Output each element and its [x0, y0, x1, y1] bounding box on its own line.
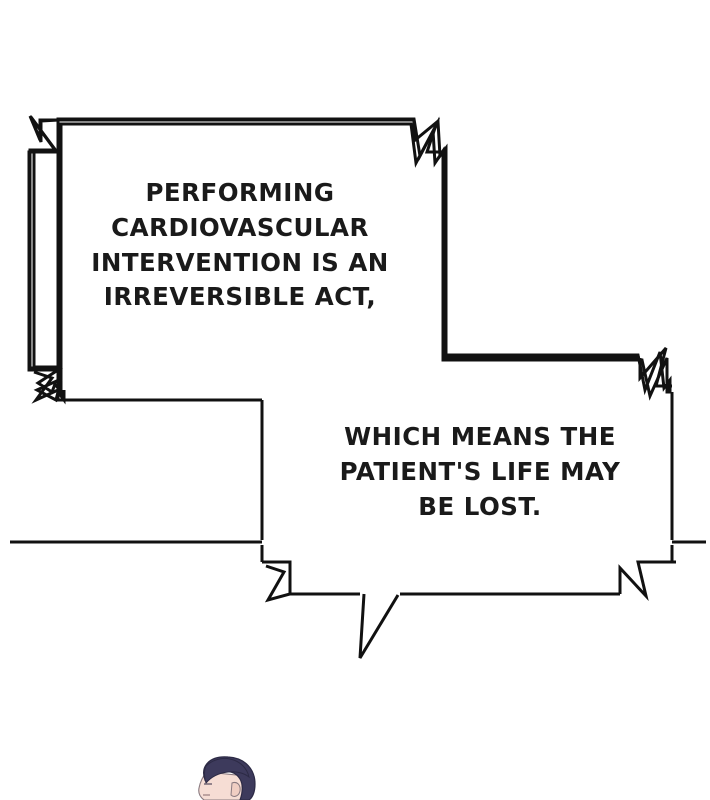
bubble2-spike-bottom-right — [618, 560, 676, 602]
speech-bubble-1-outline — [27, 116, 672, 405]
speech-bubble-1-text: PERFORMING CARDIOVASCULAR INTERVENTION I… — [91, 178, 389, 312]
speech-bubble-2 — [260, 392, 676, 659]
bubble2-tail — [358, 593, 400, 659]
bubble1-spike-top-left-detail — [29, 116, 60, 154]
bubble1-spike-top-right — [412, 117, 447, 156]
speech-bubble-1-strokes — [28, 118, 640, 402]
speech-bubble-2-strokes — [260, 392, 674, 596]
speech-bubble-1 — [27, 115, 672, 405]
character-hair-bangs — [204, 757, 250, 785]
character-head — [198, 756, 256, 800]
character-ear — [230, 782, 241, 797]
speech-bubble-2-text: WHICH MEANS THE PATIENT'S LIFE MAY BE LO… — [339, 422, 621, 521]
bubble1-spike-bottom-left — [30, 366, 60, 404]
bubble1-spike-bottom-right — [638, 347, 672, 388]
bubble2-spike-bottom-left — [262, 560, 292, 603]
